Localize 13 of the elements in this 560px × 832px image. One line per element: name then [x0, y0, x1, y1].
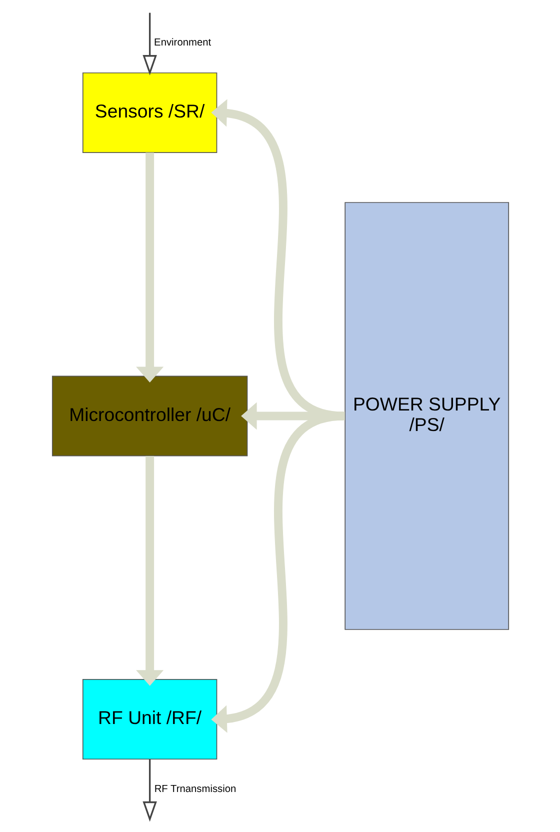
- arrow: [136, 456, 164, 686]
- arrow: [210, 99, 344, 420]
- node-box: POWER SUPPLY /PS/: [344, 202, 509, 630]
- arrow: [136, 152, 164, 383]
- node-box: RF Unit /RF/: [82, 679, 217, 760]
- edge-label: RF Trnansmission: [154, 784, 236, 795]
- arrow: [142, 12, 156, 76]
- edge-label: Environment: [154, 37, 211, 48]
- arrow: [240, 402, 344, 430]
- node-box: Microcontroller /uC/: [51, 376, 248, 456]
- arrow: [142, 759, 156, 822]
- arrow: [210, 412, 344, 733]
- node-box: Sensors /SR/: [82, 72, 217, 153]
